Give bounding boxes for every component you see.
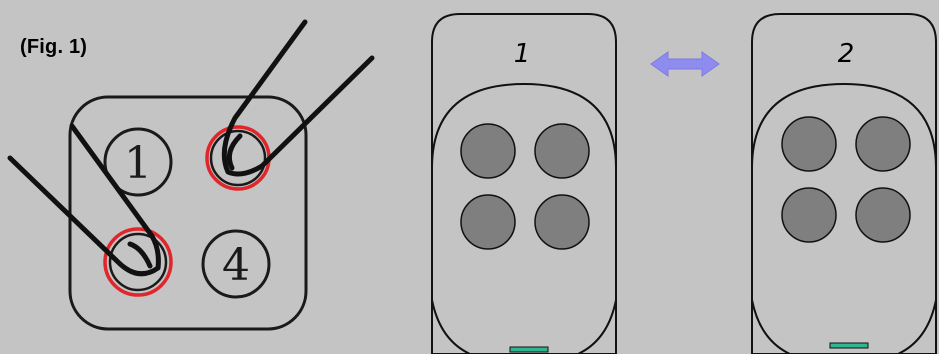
keypad-key-4: 4: [203, 231, 269, 297]
remote-1: 1: [432, 14, 616, 354]
remote-1-label: 1: [514, 39, 531, 69]
remote-1-button: [461, 124, 515, 178]
remote-2-label: 2: [838, 39, 855, 69]
remote-2-button: [856, 117, 910, 171]
remote-2-button: [856, 188, 910, 242]
remote-2-led: [830, 343, 868, 348]
keypad-key-1-label: 1: [124, 138, 152, 189]
keypad-key-4-label: 4: [222, 240, 250, 291]
remote-1-button: [535, 124, 589, 178]
remote-1-button: [535, 195, 589, 249]
keypad-outline: [70, 97, 306, 329]
remote-2-button: [782, 117, 836, 171]
keypad-illustration: 1 4: [10, 22, 372, 329]
remote-1-button: [461, 195, 515, 249]
remote-2: 2: [752, 14, 936, 354]
double-arrow-icon: [651, 52, 719, 76]
remote-2-button: [782, 188, 836, 242]
remote-1-led: [510, 347, 548, 352]
